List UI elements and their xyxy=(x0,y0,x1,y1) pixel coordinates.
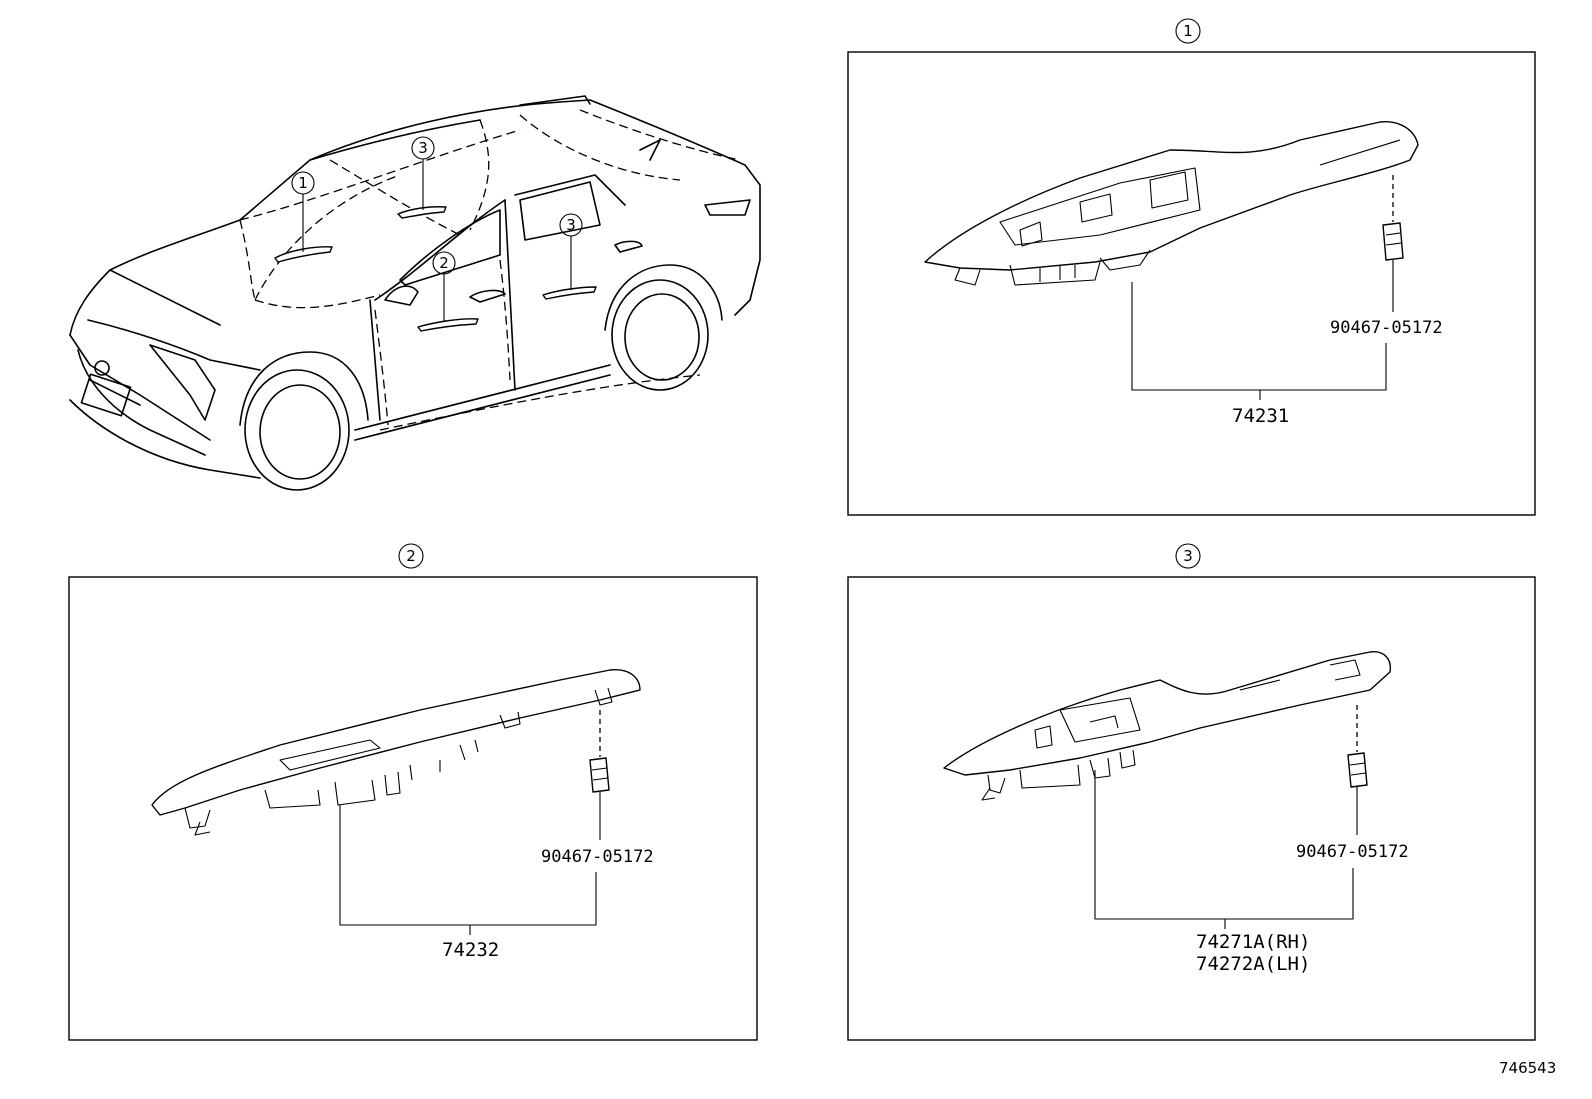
car-callout-3-upper: 3 xyxy=(418,139,428,157)
panel-2: 2 90467-05172 74232 xyxy=(68,543,758,1041)
panel-2-clip-part-number: 90467-05172 xyxy=(541,847,654,867)
panel-2-clip xyxy=(589,757,610,793)
panel-3: 3 90467-05172 74271A(RH) 74272A(LH) xyxy=(847,543,1536,1041)
car-callout-3-lower: 3 xyxy=(566,216,576,234)
panel-1-main-part-number: 74231 xyxy=(1232,405,1289,427)
panel-1-callout: 1 xyxy=(1183,22,1193,40)
panel-2-main-part-number: 74232 xyxy=(442,939,499,961)
panel-1: 1 90467-05172 74231 xyxy=(847,18,1536,516)
car-illustration: 1 3 2 3 xyxy=(69,95,761,491)
panel-3-trim xyxy=(943,651,1392,801)
panel-2-trim xyxy=(151,669,641,836)
panel-3-main-part-number-lh: 74272A(LH) xyxy=(1196,953,1310,975)
panel-3-clip xyxy=(1347,752,1368,788)
panel-2-callout: 2 xyxy=(406,547,416,565)
panel-2-frame xyxy=(68,576,758,1041)
panel-1-frame xyxy=(847,51,1536,516)
car-callout-1: 1 xyxy=(298,174,308,192)
diagram-reference-number: 746543 xyxy=(1499,1059,1556,1077)
panel-3-main-part-number-rh: 74271A(RH) xyxy=(1196,931,1310,953)
panel-3-callout: 3 xyxy=(1183,547,1193,565)
panel-1-clip xyxy=(1382,222,1404,261)
panel-1-trim xyxy=(924,121,1419,286)
car-callout-2: 2 xyxy=(439,254,449,272)
panel-3-clip-part-number: 90467-05172 xyxy=(1296,842,1409,862)
panel-1-clip-part-number: 90467-05172 xyxy=(1330,318,1443,338)
panel-3-frame xyxy=(847,576,1536,1041)
